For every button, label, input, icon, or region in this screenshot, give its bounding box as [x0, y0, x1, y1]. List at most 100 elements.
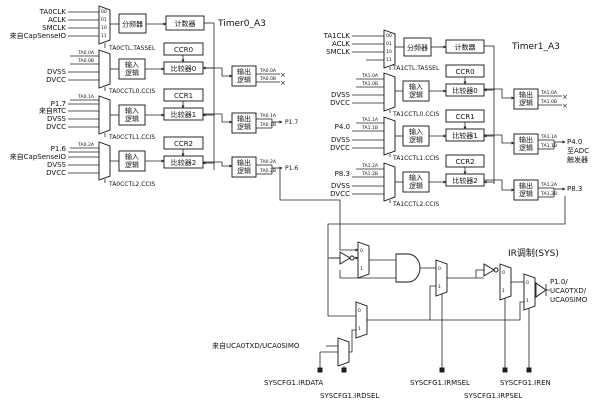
timer1-out0-b: TA1.0B: [540, 99, 557, 105]
timer0-ch0-dvcc: DVCC: [46, 76, 66, 84]
timer1-tassel-label: TA1CTL.TASSEL: [392, 65, 440, 72]
timer0-out2-b: TA0.2B: [259, 168, 276, 174]
timer1-ch2-dvcc: DVCC: [330, 190, 350, 198]
timer0-ch2-p16: P1.6: [51, 145, 67, 153]
timer1-cc0-in-b: TA1.0B: [361, 81, 378, 87]
ir-irpsel-label: SYSCFG1.IRPSEL: [464, 392, 522, 400]
ir-uart-mux: [355, 301, 368, 339]
timer0-out0-b: TA0.0B: [259, 76, 276, 82]
timer1-clock-mux-code-00: 00: [386, 33, 392, 39]
timer0-title: Timer0_A3: [217, 19, 266, 29]
timer1-ch0-dvss: DVSS: [331, 91, 350, 99]
timer0-comparator1-label: 比较器1: [171, 110, 196, 119]
timer0-ccr0: [163, 42, 204, 56]
timer1-comparator1-label: 比较器1: [452, 131, 477, 140]
timer0-ch1-p17: P1.7: [51, 100, 66, 108]
timer1-ch1-dvss: DVSS: [331, 136, 350, 144]
ir-irdsel-label: SYSCFG1.IRDSEL: [320, 392, 379, 400]
ir-polarity-mux-1: 1: [502, 288, 505, 294]
ir-data-mux-0: 0: [360, 248, 363, 254]
timer1-out0-a: TA1.0A: [540, 90, 558, 96]
timer0-capsense-label: 来自CapSenseIO: [10, 31, 67, 40]
timer1-smclk-label: SMCLK: [326, 48, 350, 56]
timer1-ch0-dvcc: DVCC: [330, 99, 350, 107]
ir-output-pin-line3: UCA0SIMO: [550, 296, 588, 304]
timer1-cc2-in-a: TA1.2A: [361, 163, 379, 169]
timer0-input-logic-0-label: 输入逻辑: [125, 60, 139, 77]
timer0-ch1-rtc: 来自RTC: [39, 106, 66, 115]
timer0-out0-x-b: ×: [280, 79, 286, 87]
timer1-ch1-p40: P4.0: [335, 123, 350, 131]
timer0-cc0-in-a: TA0.0A: [77, 50, 95, 56]
timer0-out2-pin: P1.6: [285, 165, 298, 172]
ir-output-pin-line2: UCA0TXD/: [550, 287, 587, 295]
ir-data-mux: [357, 241, 370, 279]
timer0-clock-mux-code-11: 11: [101, 33, 107, 39]
timer0-clock-mux: [98, 5, 111, 45]
timer0-out1-pin: P1.7: [285, 119, 298, 126]
timer0-cc2-mux: [98, 141, 111, 181]
timer0-out2-a: TA0.2A: [259, 159, 277, 165]
ir-and-gate-icon: [395, 253, 421, 283]
timer1-out1-a: TA1.1A: [540, 134, 558, 140]
timer1-cc0-mux: [383, 72, 396, 112]
timer0-ccr2: [163, 136, 204, 150]
timer0-counter-label: 计数器: [175, 19, 196, 28]
timer0-ch2-dvcc: DVCC: [46, 169, 66, 177]
timer0-ccr0-label: CCR0: [174, 46, 193, 54]
timer1-output-logic-2: [513, 179, 539, 201]
timer0-aclk-label: ACLK: [48, 16, 66, 24]
timer0-comparator2-label: 比较器2: [171, 158, 196, 167]
timer1-out0-x-a: ×: [562, 93, 568, 101]
timer1-counter: [445, 39, 485, 54]
timer0-cc2-in-a: TA0.2A: [77, 142, 95, 148]
ir-data-select-mux: [337, 337, 350, 367]
timer0-ccr1: [163, 88, 204, 102]
ir-irdata-label: SYSCFG1.IRDATA: [264, 379, 323, 387]
timer0-ch1-dvss: DVSS: [47, 115, 66, 123]
timer1-comparator0-label: 比较器0: [452, 86, 477, 95]
ir-output-buffer-icon: [535, 282, 547, 298]
ir-uart-mux-1: 1: [358, 326, 361, 332]
timer0-divider: [118, 13, 147, 34]
timer1-output-logic-2-label: 输出逻辑: [519, 181, 533, 198]
timer1-ccis2-label: TA1CCTL2.CCIS: [392, 201, 439, 208]
timer1-out2-pin: P8.3: [567, 185, 582, 193]
timer1-clock-mux-code-10: 10: [386, 49, 392, 55]
timer0-output-logic-1: [231, 112, 257, 134]
timer1-input-logic-1-label: 输入逻辑: [409, 127, 423, 144]
timer1-ccr1-label: CCR1: [455, 113, 474, 121]
timer1-divider-label: 分频器: [407, 43, 428, 52]
ir-enable-mux-1: 1: [526, 298, 529, 304]
timer0-comparator0-label: 比较器0: [171, 64, 196, 73]
ir-modulation-block: IR调制(SYS) 0 1 0 1 0 1 0: [212, 168, 588, 400]
ir-modsel-mux-0: 0: [438, 266, 441, 272]
timer0-clock-mux-code-00: 00: [101, 9, 107, 15]
ir-modsel-mux-1: 1: [438, 284, 441, 290]
timer0-cc1-mux: [98, 95, 111, 135]
timer0-input-logic-1-label: 输入逻辑: [125, 106, 139, 123]
timer0-out0-x-a: ×: [280, 71, 286, 79]
timer1-input-logic-2-label: 输入逻辑: [409, 173, 423, 190]
timer0-clock-mux-code-01: 01: [101, 17, 107, 23]
timer1-aclk-label: ACLK: [332, 40, 350, 48]
ir-inverter-icon: [339, 251, 351, 265]
timer0-ch2-dvss: DVSS: [47, 161, 66, 169]
timer0-cc1-in-a: TA0.1A: [77, 94, 95, 100]
timer0-ch1-dvcc: DVCC: [46, 123, 66, 131]
ir-enable-mux-0: 0: [526, 280, 529, 286]
timer1-ch1-dvcc: DVCC: [330, 144, 350, 152]
timer0-output-logic-1-label: 输出逻辑: [237, 114, 251, 131]
timer1-ccis1-label: TA1CCTL1.CCIS: [392, 155, 439, 162]
timer0-ccr2-label: CCR2: [174, 140, 193, 148]
timer0-ccis2-label: TA0CCTL2.CCIS: [108, 181, 155, 188]
timer1-clock-mux-code-11: 11: [386, 57, 392, 63]
timer0-cc0-in-b: TA0.0B: [77, 58, 94, 64]
timer1-cc1-in-b: TA1.1B: [361, 125, 378, 131]
timer1-cc1-mux: [383, 116, 396, 156]
timer1-cc2-mux: [383, 162, 396, 202]
timer1-output-logic-0-label: 输出逻辑: [519, 90, 533, 107]
ir-polarity-mux-0: 0: [502, 270, 505, 276]
ir-iren-label: SYSCFG1.IREN: [500, 379, 551, 387]
